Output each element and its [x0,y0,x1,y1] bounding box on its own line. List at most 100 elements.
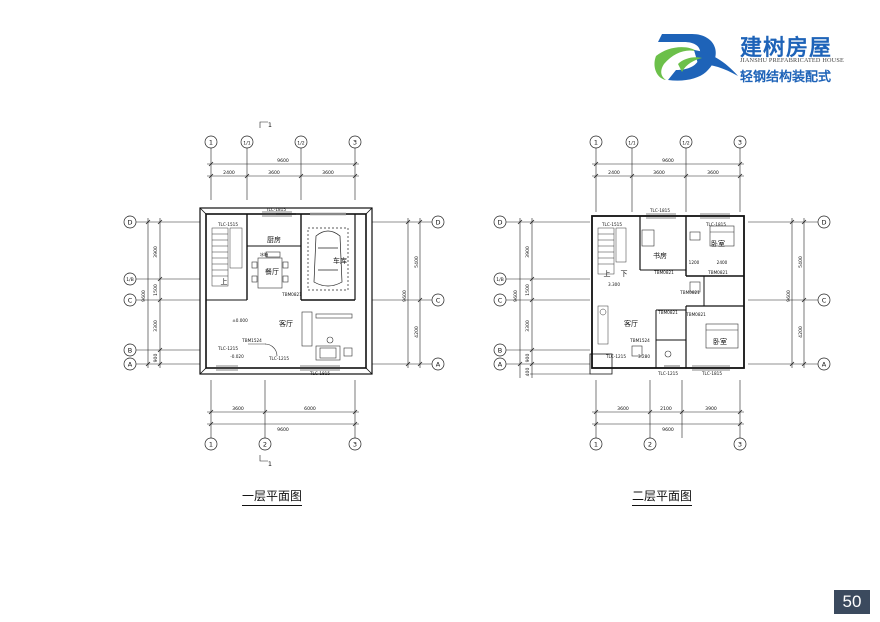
axis-label: 3 [738,441,742,449]
axis-label: C [822,297,827,305]
dimension: 9600 [402,290,408,302]
dimension: 3900 [705,406,717,412]
dimension: 1200 [689,260,700,265]
axis-label: C [498,297,503,305]
window-tag: TLC-1215 [217,346,238,351]
dimension: 9600 [513,290,519,302]
window-tag: TLC-1815 [265,207,286,212]
dimension: 400 [525,368,531,377]
dimension: 1500 [153,284,159,296]
brand-logo: 建树房屋 JIANSHU PREFABRICATED HOUSE 轻钢结构装配式 [654,26,854,86]
axis-label: 2 [648,441,652,449]
dimension: 3600 [653,170,665,176]
level-mark: 3.280 [638,354,650,359]
window-tag: TLC-1215 [657,371,678,376]
stairs-up-label: 上 [221,277,228,286]
axis-label: 3 [353,441,357,449]
axis-label: 1/B [496,277,504,283]
dimension: 3600 [707,170,719,176]
fixture-label: 冰箱 [260,251,268,258]
door-tag: TBM0821 [707,270,728,275]
dimension: 3300 [525,320,531,332]
dimension: 4200 [798,326,804,338]
window-tag: TLC-1815 [309,371,330,376]
axis-label: C [128,297,133,305]
brand-name: 建树房屋 [740,36,833,61]
room-label-bedroom-top: 卧室 [711,239,725,248]
dimension: 2400 [717,260,728,265]
room-label-living: 客厅 [624,319,638,328]
dimension: 3600 [268,170,280,176]
dimension: 5400 [414,256,420,268]
dimension: 3600 [232,406,244,412]
dimension: 900 [525,354,531,363]
room-label-study: 书房 [653,251,667,260]
level-mark: 3.300 [608,282,620,287]
dimension: 9600 [662,427,674,433]
dimension: 9600 [786,290,792,302]
level-mark: ±0.000 [232,318,248,323]
axis-label: 1 [209,441,213,449]
axis-label: A [822,361,827,369]
brand-english-name: JIANSHU PREFABRICATED HOUSE [740,57,844,64]
dimension: 3900 [525,246,531,258]
dimension: 4200 [414,326,420,338]
axis-label: 3 [738,139,742,147]
axis-label: 2 [263,441,267,449]
door-tag: TBM0821 [653,270,674,275]
dimension: 3300 [153,320,159,332]
window-tag: TLC-1515 [601,222,622,227]
stairs-down-label: 下 [621,270,628,278]
window-tag: TLC-1215 [605,354,626,359]
room-label-dining: 餐厅 [265,267,279,276]
door-tag: TBM1524 [629,338,650,343]
axis-label: 1 [594,441,598,449]
plan-1-title: 一层平面图 [242,487,303,506]
dimension: 9600 [141,290,147,302]
dimension: 2100 [660,406,672,412]
dimension: 3600 [617,406,629,412]
page-number: 50 [834,590,870,614]
room-label-living: 客厅 [279,319,293,328]
axis-label: A [436,361,441,369]
axis-label: 1 [594,139,598,147]
door-tag: TBM0821 [657,310,678,315]
room-label-garage: 车库 [333,256,347,265]
axis-label: 1/2 [297,141,304,147]
section-mark-top: 1 [268,121,272,129]
door-tag: TBM0821 [685,312,706,317]
dimension: 2400 [223,170,235,176]
window-tag: TLC-1515 [217,222,238,227]
axis-label: D [127,219,132,227]
room-label-bedroom-bottom: 卧室 [713,337,727,346]
dimension: 2400 [608,170,620,176]
dimension: 9600 [277,158,289,164]
section-mark-bottom: 1 [268,460,272,468]
room-label-kitchen: 厨房 [267,235,281,244]
axis-label: 1/1 [243,141,250,147]
axis-label: 1/2 [682,141,689,147]
level-mark: -0.020 [230,354,244,359]
window-tag: TLC-1215 [268,356,289,361]
dimension: 9600 [277,427,289,433]
dimension: 900 [153,354,159,363]
door-tag: TBM0821 [281,292,302,297]
dimension: 1500 [525,284,531,296]
dimension: 6000 [304,406,316,412]
window-tag: TLC-1815 [705,222,726,227]
axis-label: 1/B [126,277,134,283]
dimension: 9600 [662,158,674,164]
axis-label: A [498,361,503,369]
axis-label: 3 [353,139,357,147]
door-tag: TBM0821 [679,290,700,295]
axis-label: D [435,219,440,227]
brand-mark-icon [654,34,738,81]
axis-label: C [436,297,441,305]
door-tag: TBM1524 [241,338,262,343]
axis-label: A [128,361,133,369]
axis-label: 1 [209,139,213,147]
axis-label: D [497,219,502,227]
